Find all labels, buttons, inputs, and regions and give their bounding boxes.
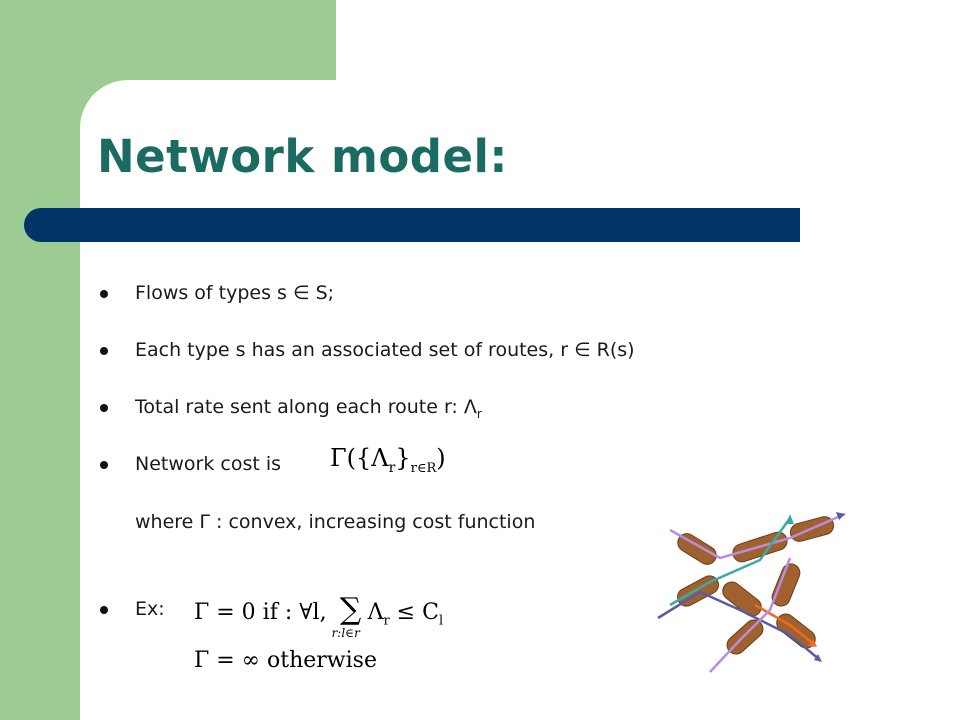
arrow-head-icon: [808, 639, 817, 647]
example-formula-2: Γ = ∞ otherwise: [194, 648, 377, 673]
bullet-text: Network cost is: [135, 453, 282, 475]
bullet-dot-icon: [100, 404, 108, 412]
title-underline-bar: [24, 208, 800, 242]
route-lavender: [709, 557, 792, 673]
bullet-dot-icon: [100, 290, 108, 298]
arrow-head-icon: [786, 514, 794, 524]
arrow-head-icon: [836, 512, 845, 520]
pipe-1: [677, 533, 717, 565]
route-purple: [669, 512, 846, 560]
slide-title: Network model:: [97, 130, 508, 183]
pipe-network-diagram: [657, 512, 846, 673]
bullet-dot-icon: [100, 606, 108, 614]
bullet-text: Flows of types s ∈ S;: [135, 282, 335, 304]
bullet-text: Each type s has an associated set of rou…: [135, 339, 635, 361]
cost-formula: Γ({Λr}r∈R): [330, 444, 446, 476]
decor-green-left: [0, 0, 80, 720]
pipe-5: [722, 581, 762, 617]
pipe-6: [771, 563, 801, 607]
route-blue: [657, 590, 821, 661]
bullet-text: Ex:: [135, 598, 165, 620]
bullet-dot-icon: [100, 461, 108, 469]
where-line: where Γ : convex, increasing cost functi…: [135, 511, 536, 533]
bullet-dot-icon: [100, 347, 108, 355]
bullet-text: Total rate sent along each route r: Λr: [135, 396, 482, 421]
route-teal: [669, 517, 792, 607]
arrow-head-icon: [814, 654, 822, 662]
